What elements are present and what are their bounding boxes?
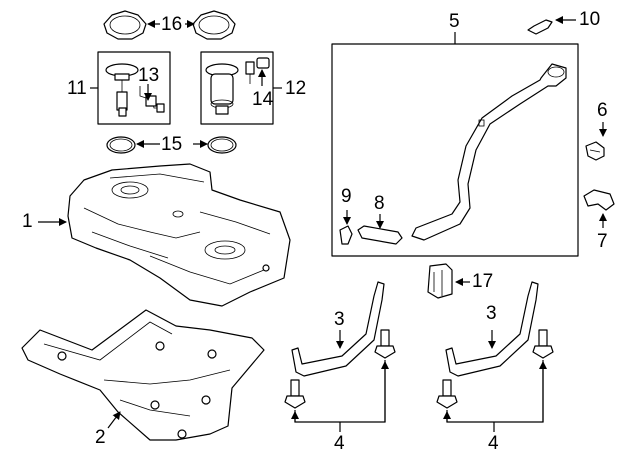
pump-module-box: [97, 51, 171, 125]
callout-14: 14: [252, 89, 274, 110]
callout-10: 10: [579, 9, 601, 30]
strap-bolt-right-b: [532, 329, 554, 359]
lock-ring-left: [103, 10, 147, 40]
fuel-tank: [67, 163, 291, 307]
callout-6: 6: [597, 100, 608, 121]
callout-15: 15: [161, 134, 183, 155]
callout-12: 12: [285, 78, 307, 99]
fuel-filler-pipe: [411, 63, 567, 241]
callout-9: 9: [341, 186, 352, 207]
callout-4-right: 4: [488, 433, 499, 454]
callout-8: 8: [374, 193, 385, 214]
callout-16: 16: [161, 14, 183, 35]
tank-strap-left: [291, 281, 385, 377]
hose-clamp: [339, 225, 353, 245]
lock-ring-right: [192, 10, 236, 40]
fuel-pump-module: [105, 63, 139, 117]
callout-7: 7: [597, 231, 608, 252]
bolt: [585, 141, 605, 161]
callout-5: 5: [449, 11, 460, 32]
callout-1: 1: [22, 211, 33, 232]
filler-cap: [527, 19, 553, 35]
callout-2: 2: [95, 427, 106, 448]
fuel-tank-shield: [21, 309, 265, 441]
gasket-right: [207, 136, 237, 154]
fuel-sender-unit: [205, 63, 239, 115]
callout-17: 17: [472, 271, 494, 292]
callout-4-left: 4: [334, 433, 345, 454]
fuel-level-sensor: [139, 86, 165, 113]
callout-3-right: 3: [486, 303, 497, 324]
callout-13: 13: [138, 65, 160, 86]
callout-11: 11: [67, 78, 87, 99]
gasket-left: [106, 136, 136, 154]
callout-3-left: 3: [334, 309, 345, 330]
strap-bolt-right-a: [436, 379, 458, 409]
strap-bolt-left-b: [374, 329, 396, 359]
tank-strap-right: [445, 281, 539, 377]
bracket: [583, 189, 615, 211]
strap-bolt-left-a: [284, 379, 306, 409]
vent-valve: [427, 263, 453, 299]
filler-hose: [357, 225, 403, 245]
sender-valve: [245, 57, 270, 84]
